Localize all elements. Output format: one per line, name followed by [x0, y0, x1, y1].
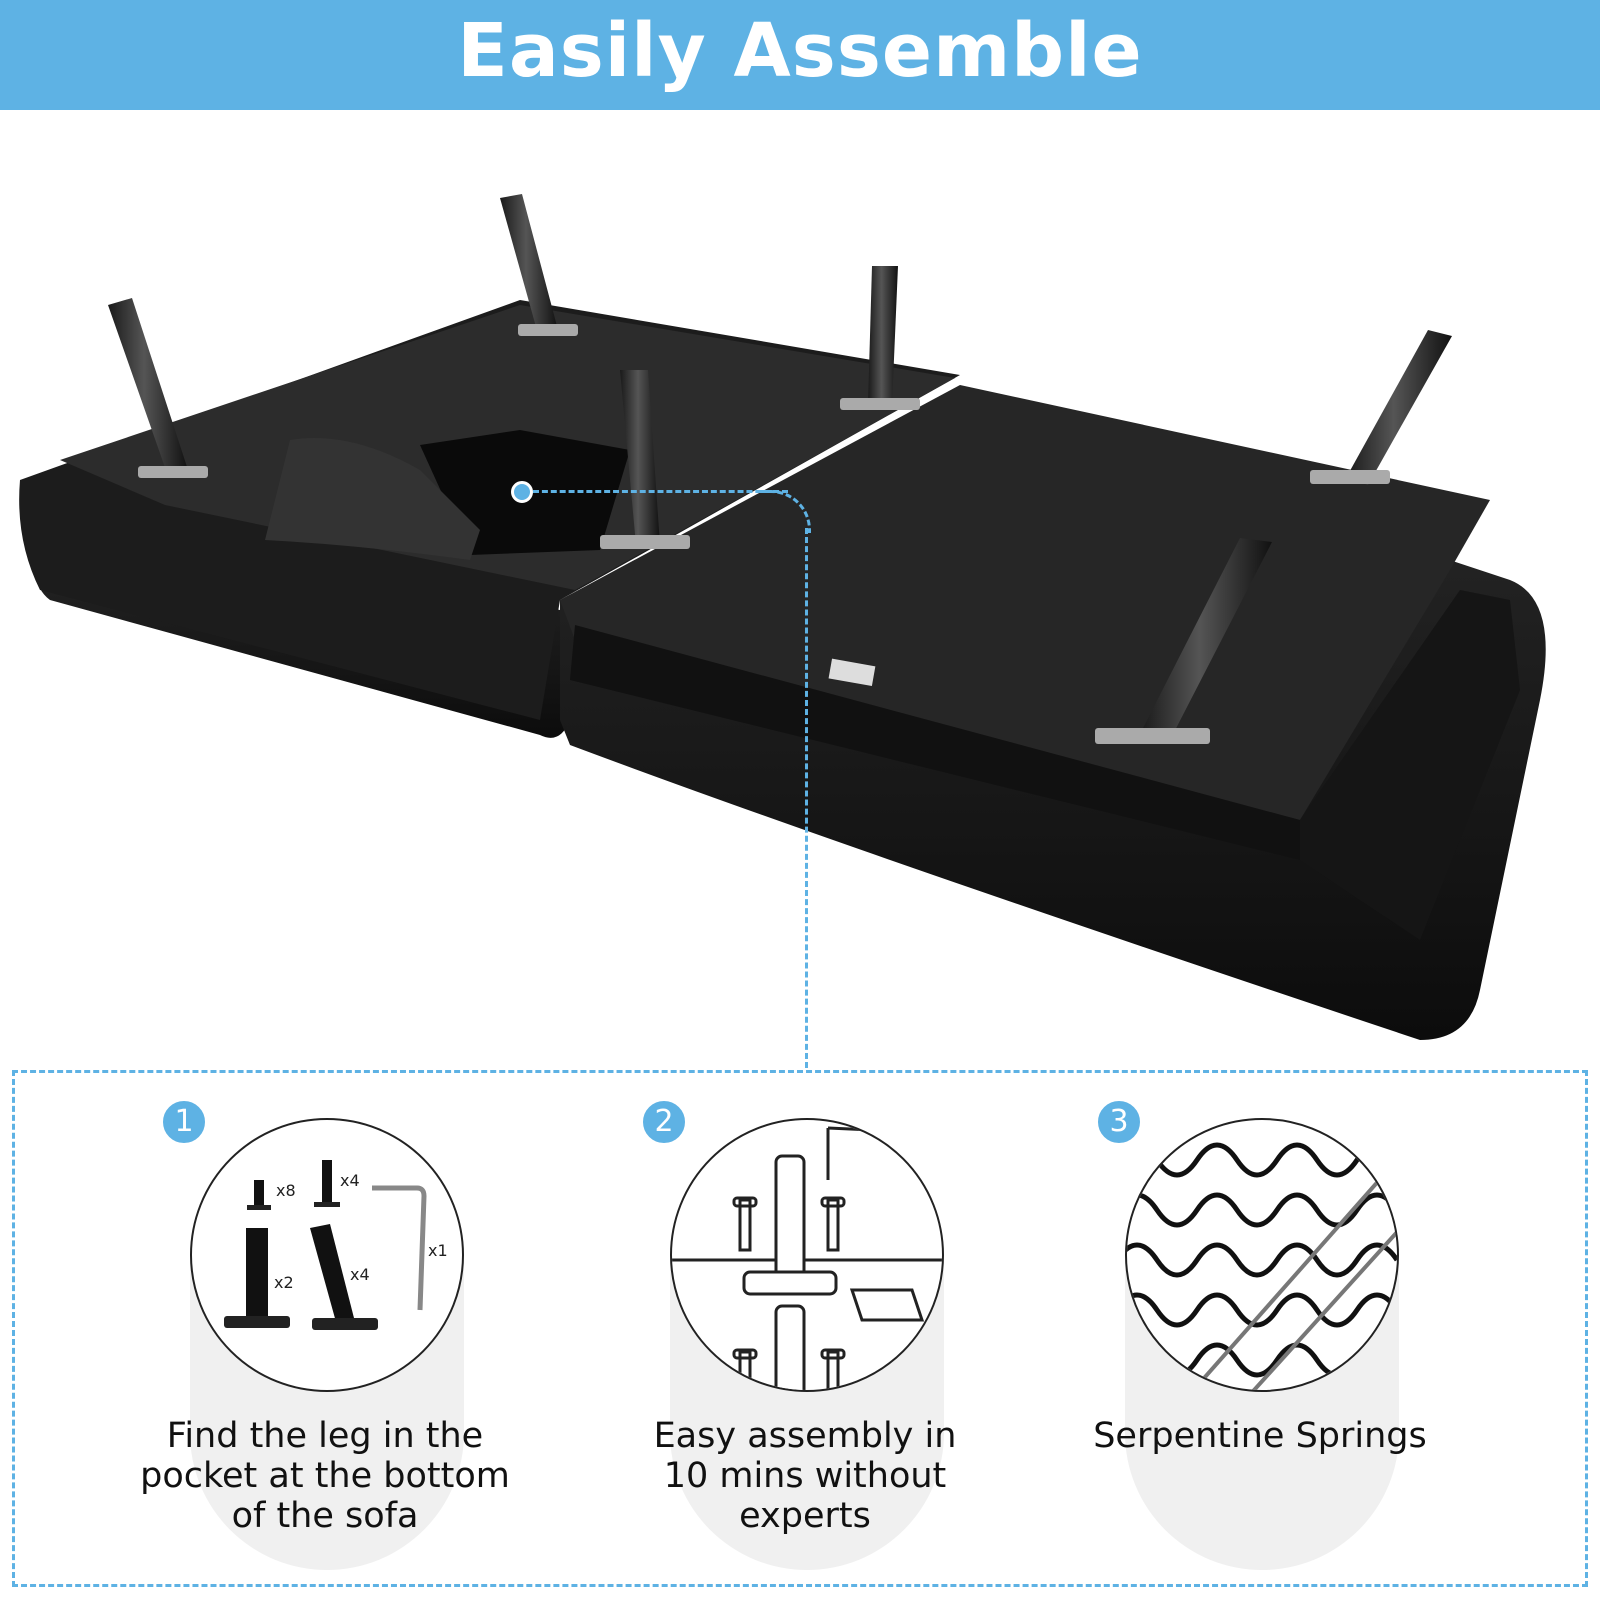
- steps-panel: [12, 1070, 1588, 1587]
- step-caption: Find the leg in the pocket at the bottom…: [140, 1416, 510, 1536]
- qty-label: x1: [428, 1241, 448, 1260]
- banner-title: Easily Assemble: [457, 8, 1143, 94]
- qty-label: x4: [350, 1265, 370, 1284]
- step-3: 3 Serpentine Springs: [1050, 1098, 1470, 1578]
- qty-label: x8: [276, 1181, 296, 1200]
- step-number-badge: 1: [160, 1098, 208, 1146]
- step-number-badge: 2: [640, 1098, 688, 1146]
- leg-assembly-icon: [670, 1118, 944, 1392]
- sofa-underside-photo: [19, 194, 1546, 1040]
- step-1: x8 x4 x1 x2 x4 1 Find the leg in the poc…: [115, 1098, 535, 1578]
- callout-line-vertical: [805, 528, 808, 1068]
- qty-label: x2: [274, 1273, 294, 1292]
- step-caption: Easy assembly in 10 mins without experts: [653, 1416, 957, 1536]
- callout-dot: [511, 481, 533, 503]
- callout-line: [533, 490, 788, 493]
- step-2: 2 Easy assembly in 10 mins without exper…: [595, 1098, 1015, 1578]
- qty-label: x4: [340, 1171, 360, 1190]
- pocket-flap: [265, 438, 480, 560]
- sofa-base-right: [560, 385, 1490, 820]
- leg-plate: [138, 324, 1390, 744]
- serpentine-spring-icon: [1125, 1118, 1399, 1392]
- step-number-badge: 3: [1095, 1098, 1143, 1146]
- step-caption: Serpentine Springs: [1093, 1416, 1427, 1456]
- header-banner: Easily Assemble: [0, 0, 1600, 110]
- sofa-legs-icon: x8 x4 x1 x2 x4: [190, 1118, 464, 1392]
- sofa-leg: [108, 194, 1452, 740]
